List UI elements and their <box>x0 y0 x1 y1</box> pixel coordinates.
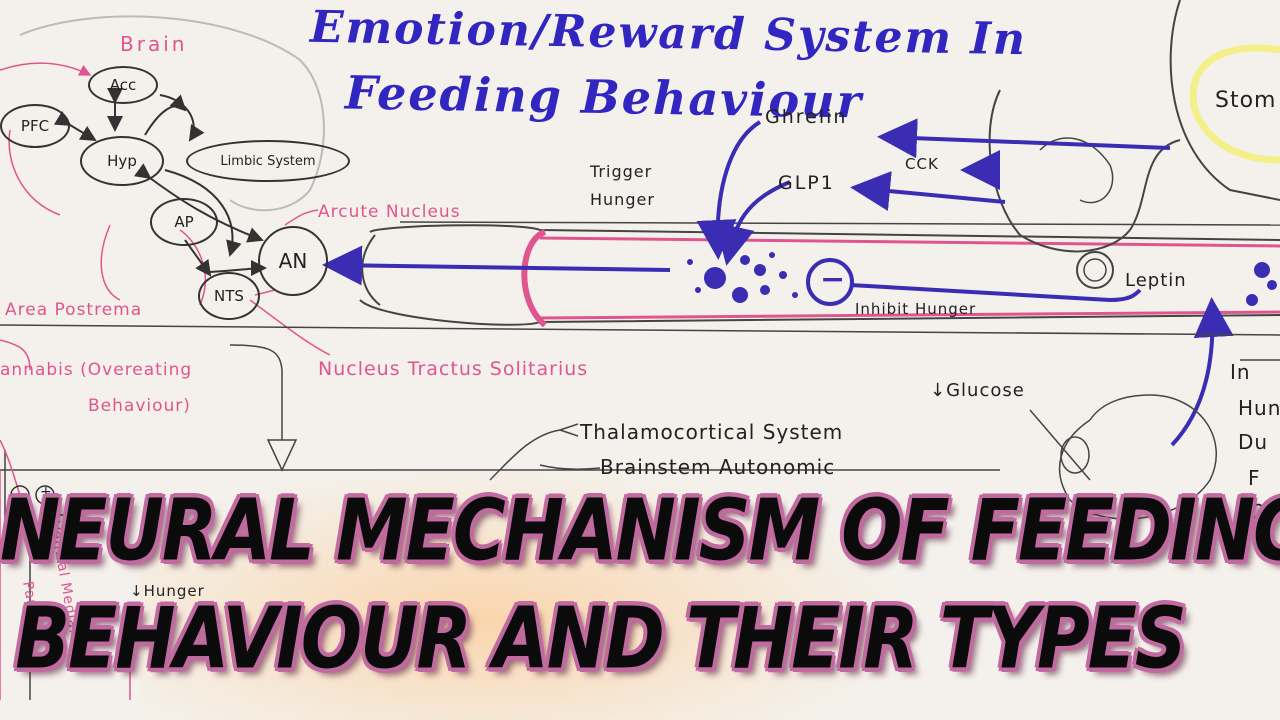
an-node: AN <box>258 226 328 296</box>
hormone-dots <box>687 252 1277 306</box>
hyp-node: Hyp <box>80 136 164 186</box>
plus-sign: + <box>40 484 53 500</box>
minus-sign: − <box>15 484 30 503</box>
limbic-system-node: Limbic System <box>186 140 350 182</box>
brain-outline <box>19 15 325 212</box>
hunger-label: Hunger <box>590 190 655 209</box>
glp1-label: GLP1 <box>778 172 835 194</box>
inhibit-symbol-circle <box>806 258 854 306</box>
right-fragment-2: Hun <box>1238 396 1280 420</box>
hand-highlight <box>140 470 900 720</box>
thalamocortical-label: Thalamocortical System <box>580 420 844 444</box>
overeating-label: Behaviour) <box>88 396 191 416</box>
stomach-label: Stom <box>1215 88 1277 113</box>
inhibit-minus-symbol: − <box>820 262 847 297</box>
cck-label: CCK <box>905 155 939 173</box>
banner-line-1: NEURAL MECHANISM OF FEEDING <box>0 480 1280 580</box>
plus-circle <box>35 485 55 505</box>
lower-hunger-label: ↓Hunger <box>130 582 205 600</box>
arcuate-nucleus-label: Arcute Nucleus <box>318 202 461 222</box>
ghrelin-label: Ghrelin <box>765 106 848 128</box>
cannabis-label: annabis (Overeating <box>0 360 193 380</box>
nts-full-label: Nucleus Tractus Solitarius <box>318 358 589 380</box>
leptin-label: Leptin <box>1125 270 1187 291</box>
brain-label: Brain <box>120 32 188 56</box>
minus-circle <box>10 485 30 505</box>
brainstem-label: Brainstem Autonomic <box>600 455 836 479</box>
right-fragment-1: In <box>1230 360 1251 384</box>
inhibit-hunger-label: Inhibit Hunger <box>855 300 977 318</box>
nts-node: NTS <box>198 272 260 320</box>
signal-arrows <box>322 118 1234 447</box>
area-postrema-label: Area Postrema <box>5 300 143 320</box>
glucose-label: ↓Glucose <box>930 380 1025 401</box>
banner-line-2: BEHAVIOUR AND THEIR TYPES <box>15 588 1187 688</box>
right-fragment-5: O <box>1250 500 1267 524</box>
ap-node: AP <box>150 198 218 246</box>
trigger-label: Trigger <box>590 162 653 181</box>
pfc-node: PFC <box>0 104 70 148</box>
right-fragment-4: F <box>1248 466 1261 490</box>
right-fragment-3: Du <box>1238 430 1269 454</box>
acc-node: Acc <box>88 66 158 104</box>
brain-node-links <box>53 88 267 277</box>
